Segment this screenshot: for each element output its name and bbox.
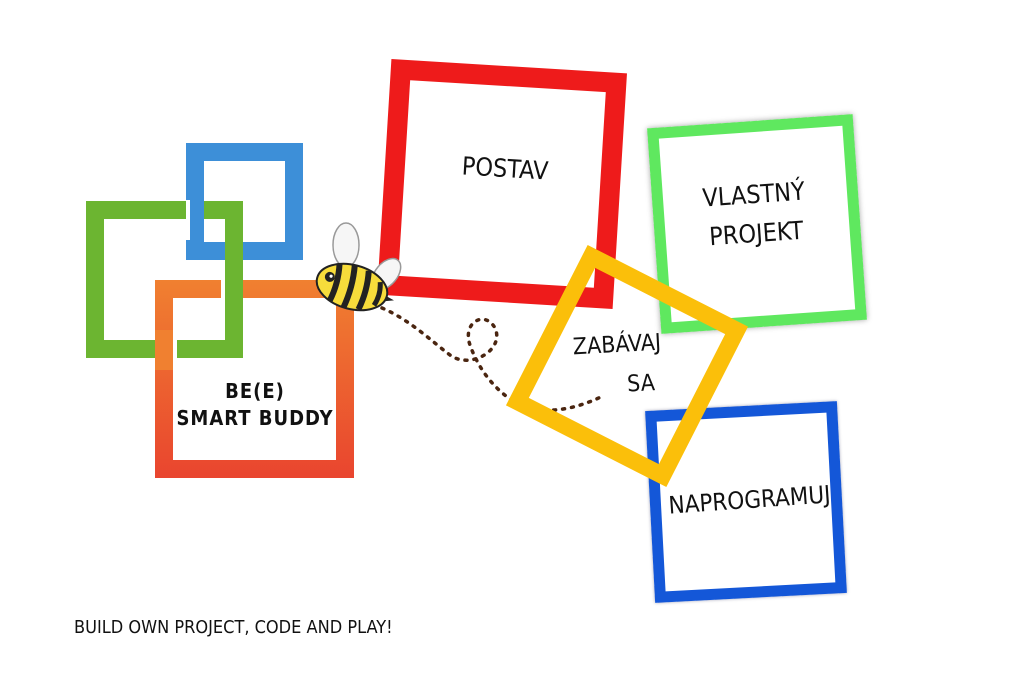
tagline: BUILD OWN PROJECT, CODE AND PLAY! — [74, 617, 393, 638]
logo-text: BE(E) SMART BUDDY — [160, 378, 350, 432]
bee-trail — [380, 306, 607, 412]
vlastny-projekt-label: VLASTNÝ PROJEKT — [677, 171, 832, 259]
logo-green-square — [86, 201, 243, 358]
zabavaj-label-line2: SA — [626, 370, 656, 398]
zabavaj-sa-label: ZABÁVAJ SA — [546, 321, 690, 409]
logo-text-line2: SMART BUDDY — [176, 406, 334, 430]
logo-blue-square — [186, 143, 303, 260]
logo-text-line1: BE(E) — [225, 379, 285, 403]
